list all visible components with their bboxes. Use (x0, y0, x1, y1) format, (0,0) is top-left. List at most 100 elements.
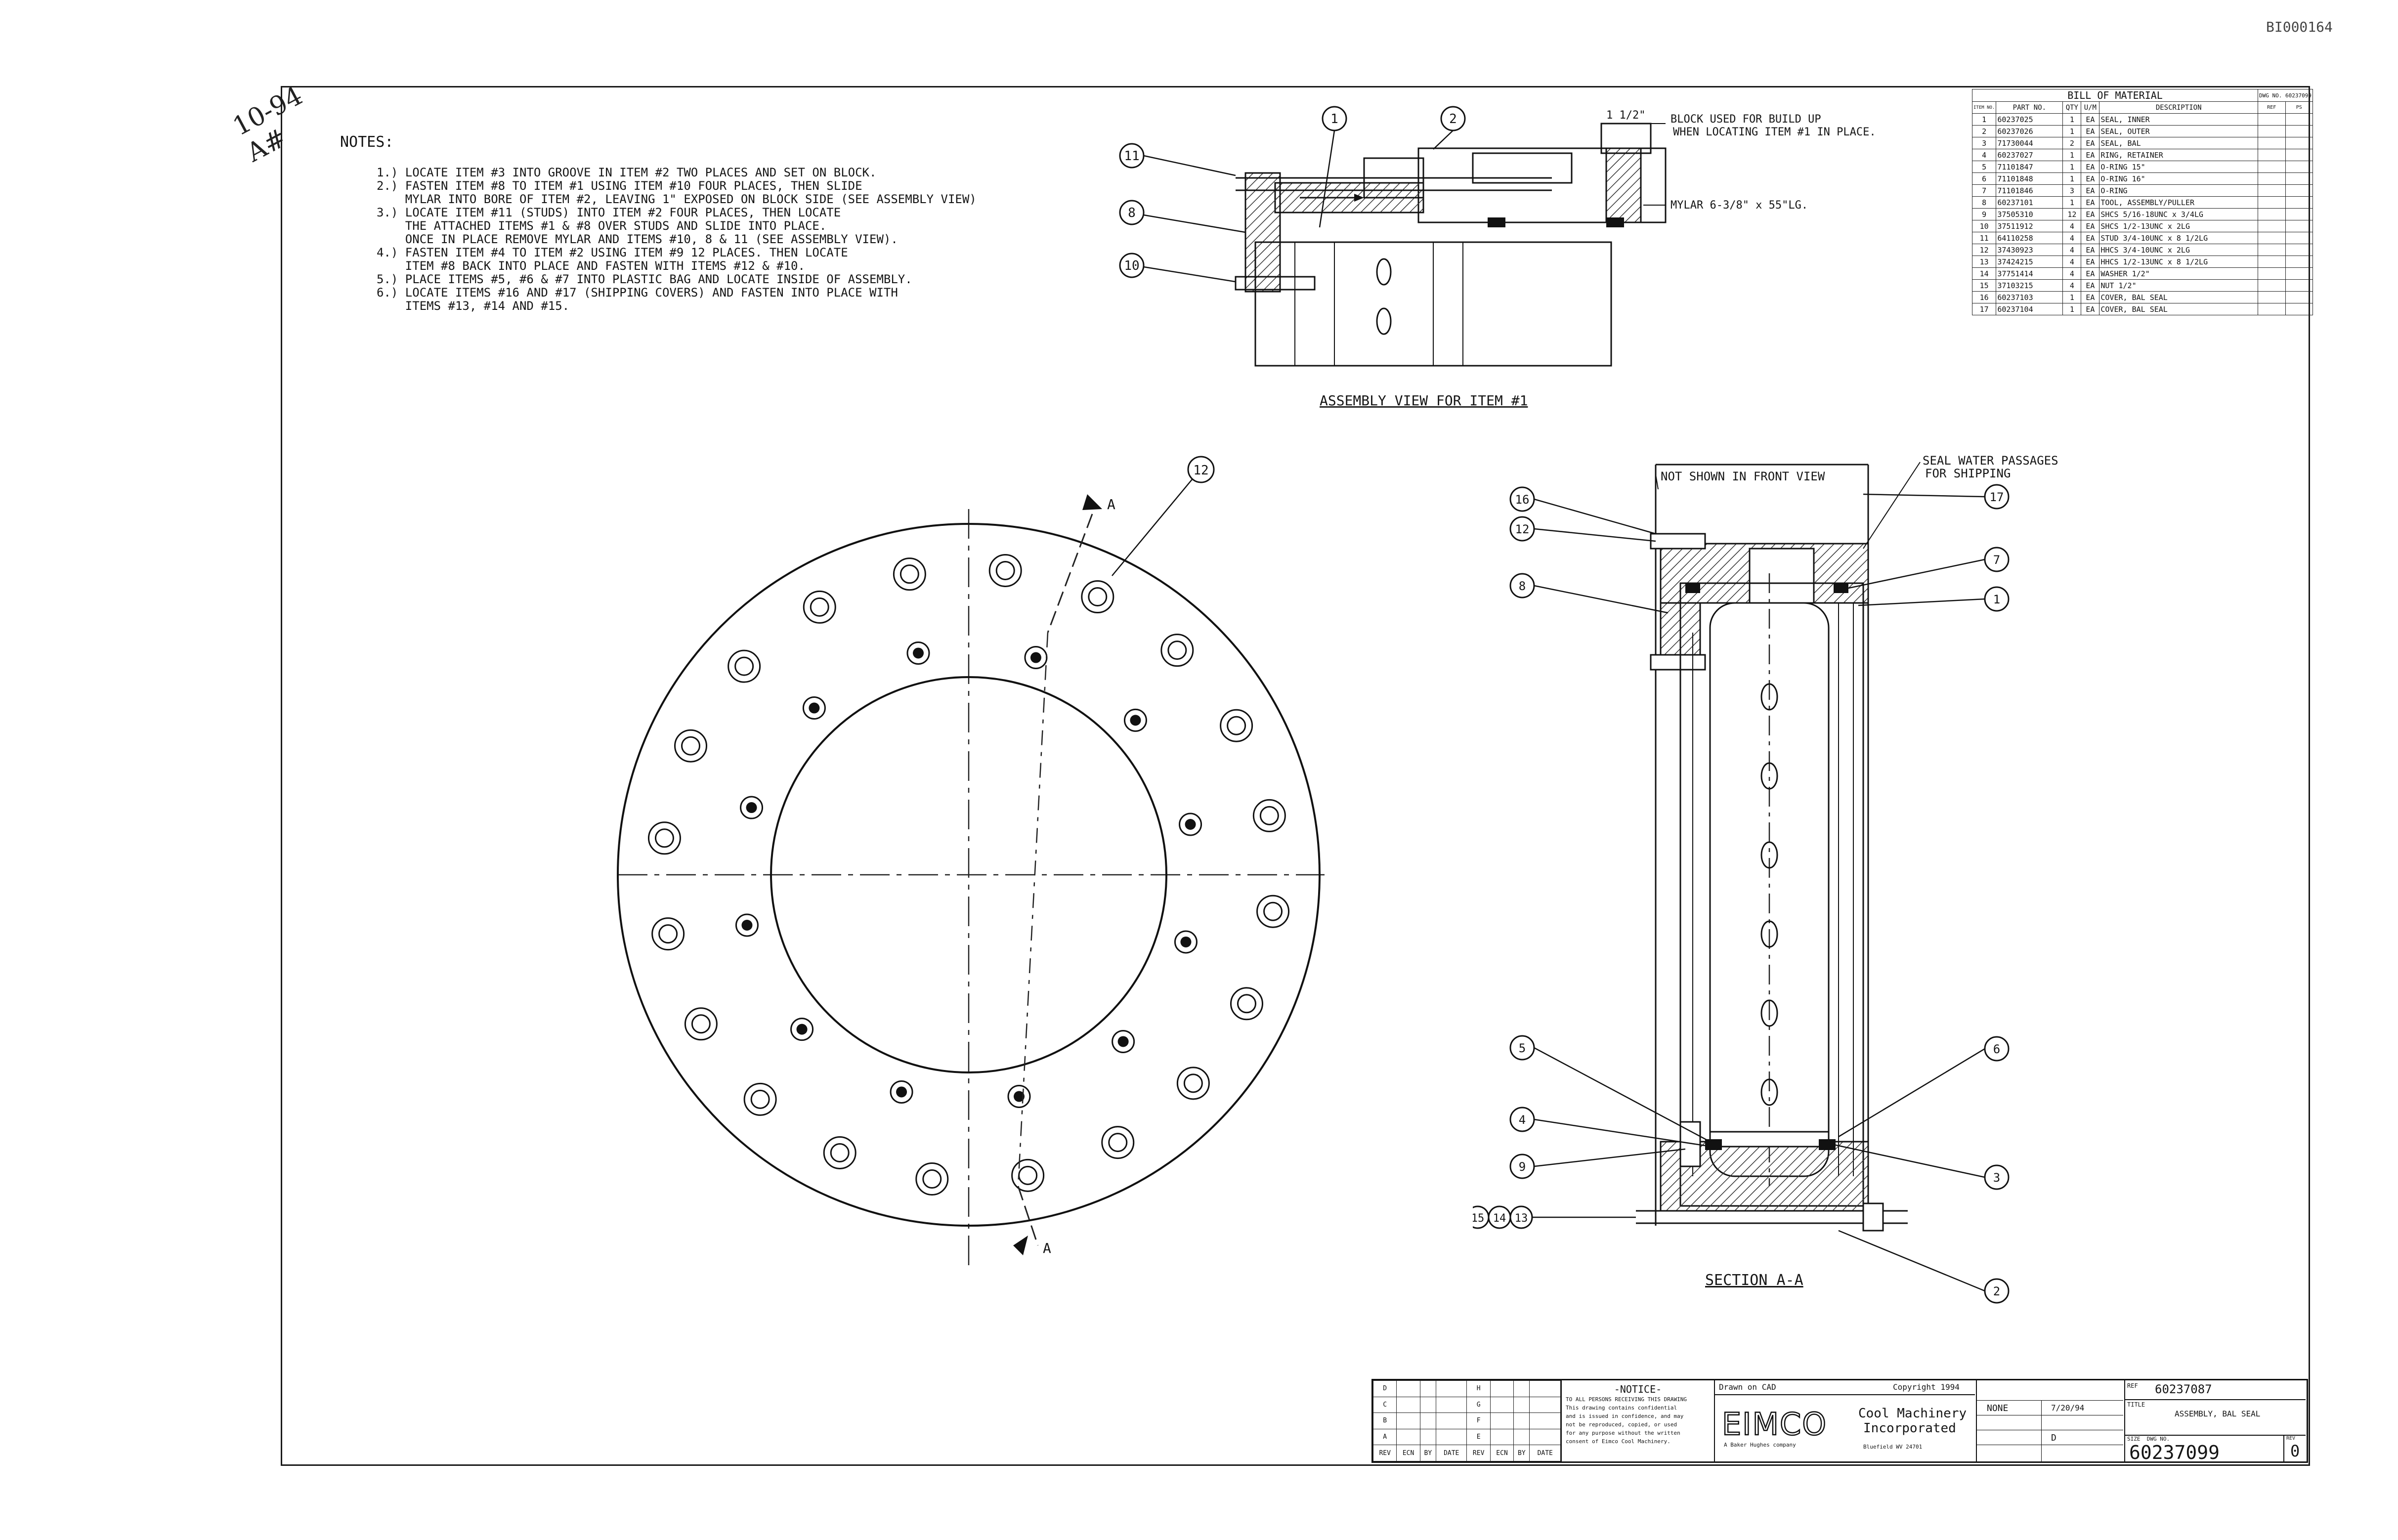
bom-cell: SHCS 1/2-13UNC x 2LG (2099, 220, 2259, 232)
rev-cell (1419, 1428, 1436, 1446)
bom-cell: 71101848 (1996, 172, 2063, 185)
section-callout-right: 3 (1833, 1144, 2010, 1190)
label-block: BLOCK USED FOR BUILD UP (1670, 113, 1821, 126)
assembly-callout-8: 8 (1119, 200, 1246, 233)
bom-cell (2258, 125, 2286, 137)
bolt-hole (674, 729, 708, 763)
bom-cell: 12 (1971, 244, 1997, 256)
svg-text:7: 7 (1993, 553, 2000, 567)
bom-cell: EA (2081, 232, 2100, 244)
bom-cell (2258, 256, 2286, 268)
retainer-bolt (1179, 813, 1202, 836)
bom-cell (2258, 244, 2286, 256)
bom-cell (2258, 196, 2286, 209)
bom-cell (2258, 303, 2286, 315)
rev-header: REV (1372, 1445, 1397, 1461)
sheet-id: BI000164 (2266, 19, 2333, 35)
bom-cell: EA (2081, 303, 2100, 315)
bom-cell: 60237025 (1996, 113, 2063, 126)
rev-cell (1529, 1428, 1561, 1446)
bom-cell (2285, 267, 2313, 280)
bom-title: BILL OF MATERIAL (1971, 89, 2259, 102)
bolt-hole (893, 557, 926, 591)
bom-cell: 4 (2062, 256, 2082, 268)
label-seal-water: SEAL WATER PASSAGES (1923, 454, 2058, 468)
rev-value: 0 (2290, 1442, 2300, 1460)
bom-cell: 11 (1971, 232, 1997, 244)
bom-cell: 1 (2062, 196, 2082, 209)
bom-cell (2285, 125, 2313, 137)
rev-cell (1490, 1412, 1514, 1429)
rev-cell (1396, 1380, 1420, 1397)
dwg-block: REF 60237087 TITLE ASSEMBLY, BAL SEAL SI… (2124, 1380, 2307, 1463)
section-mark: A (1107, 496, 1115, 513)
company-line4: Bluefield WV 24701 (1863, 1444, 1923, 1450)
company-line3: A Baker Hughes company (1724, 1442, 1796, 1448)
bom-header: PART NO. (1996, 101, 2063, 114)
assembly-callout-1: 1 (1319, 106, 1347, 228)
section-callout-right: 6 (1838, 1036, 2010, 1138)
bom-cell: EA (2081, 125, 2100, 137)
notes-list: 1.) LOCATE ITEM #3 INTO GROOVE IN ITEM #… (377, 166, 977, 313)
rev-label: REV (2286, 1436, 2296, 1441)
approval-block: NONE D 7/20/94 (1976, 1380, 2124, 1461)
bom-cell: 1 (2062, 113, 2082, 126)
svg-text:6: 6 (1993, 1042, 2000, 1056)
bom-cell: STUD 3/4-10UNC x 8 1/2LG (2099, 232, 2259, 244)
bom-cell (2258, 220, 2286, 232)
svg-text:15: 15 (1473, 1212, 1484, 1225)
bom-cell: SEAL, INNER (2099, 113, 2259, 126)
svg-text:13: 13 (1515, 1212, 1528, 1225)
bom-cell (2258, 161, 2286, 173)
bom-cell: EA (2081, 291, 2100, 303)
company-line1: Cool Machinery (1858, 1406, 1967, 1421)
bom-cell: 1 (1971, 113, 1997, 126)
company-line2: Incorporated (1863, 1421, 1956, 1436)
notice-line: consent of Eimco Cool Machinery. (1566, 1438, 1670, 1445)
bom-cell (2285, 137, 2313, 149)
assembly-view: 11 8 10 1 2 1 1/2" BLOCK USED FOR BUILD … (1119, 106, 1876, 409)
bolt-hole (1160, 634, 1194, 667)
svg-text:1: 1 (1993, 593, 2000, 606)
bom-cell (2258, 149, 2286, 161)
bom-cell: 71730044 (1996, 137, 2063, 149)
svg-text:3: 3 (1993, 1171, 2000, 1185)
bom-cell: EA (2081, 244, 2100, 256)
rev-header: REV (1466, 1445, 1491, 1461)
bom-cell (2258, 208, 2286, 220)
bom-cell: 1 (2062, 172, 2082, 185)
rev-cell (1396, 1396, 1420, 1413)
bom-cell: 37424215 (1996, 256, 2063, 268)
bom-cell: 15 (1971, 279, 1997, 292)
bom-cell: 7 (1971, 184, 1997, 197)
bom-cell (2285, 184, 2313, 197)
bom-cell (2258, 137, 2286, 149)
retainer-bolt (802, 696, 826, 720)
section-callout-left: 9 (1509, 1148, 1686, 1179)
rev-header: DATE (1529, 1445, 1561, 1461)
svg-text:12: 12 (1193, 463, 1208, 478)
scale-value: NONE (1987, 1403, 2009, 1413)
bom-cell: 8 (1971, 196, 1997, 209)
note-line: 4.) FASTEN ITEM #4 TO ITEM #2 USING ITEM… (377, 246, 848, 259)
bom-cell: 13 (1971, 256, 1997, 268)
section-callout-14: 14 (1488, 1205, 1511, 1229)
rev-cell (1419, 1380, 1436, 1397)
bom-cell: O-RING 16" (2099, 172, 2259, 185)
bom-cell: O-RING 15" (2099, 161, 2259, 173)
bolt-hole (1101, 1126, 1135, 1159)
bom-cell: EA (2081, 161, 2100, 173)
bom-cell (2285, 172, 2313, 185)
bom-cell: 6 (1971, 172, 1997, 185)
rev-cell (1490, 1428, 1514, 1446)
bolt-hole (803, 590, 836, 624)
rev-cell (1490, 1396, 1514, 1413)
bom-cell: EA (2081, 149, 2100, 161)
